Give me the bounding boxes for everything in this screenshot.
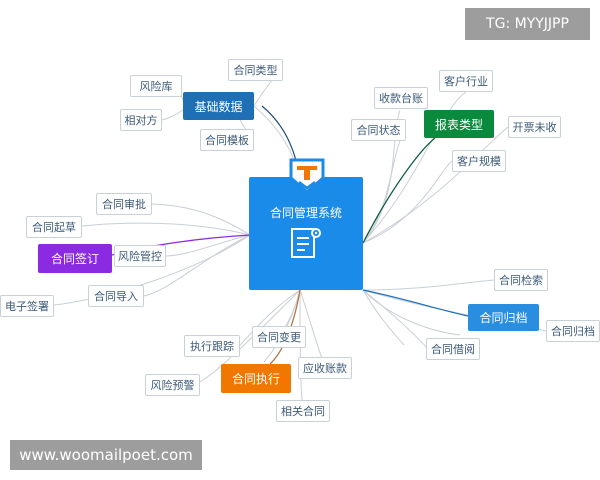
node-risk-control[interactable]: 风险管控	[114, 245, 166, 267]
node-contract-borrow[interactable]: 合同借阅	[426, 338, 480, 360]
node-contract-import[interactable]: 合同导入	[88, 285, 144, 307]
hub-contract-archive[interactable]: 合同归档	[468, 304, 539, 331]
watermark-bottom: www.woomailpoet.com	[10, 440, 202, 470]
node-contract-status[interactable]: 合同状态	[351, 119, 406, 141]
node-customer-scale[interactable]: 客户规模	[452, 150, 506, 172]
watermark-top: TG: MYYJJPP	[465, 8, 590, 40]
document-gear-icon	[291, 228, 321, 258]
node-counterparty[interactable]: 相对方	[120, 109, 162, 131]
node-contract-archive[interactable]: 合同归档	[546, 320, 600, 342]
center-title: 合同管理系统	[269, 206, 342, 220]
node-risk-library[interactable]: 风险库	[130, 75, 182, 97]
hub-contract-signing[interactable]: 合同签订	[38, 244, 112, 273]
node-receivables[interactable]: 应收账款	[298, 357, 352, 379]
node-related-contracts[interactable]: 相关合同	[276, 400, 330, 422]
node-execution-tracking[interactable]: 执行跟踪	[184, 335, 240, 357]
node-e-signature[interactable]: 电子签署	[0, 295, 54, 317]
node-contract-change[interactable]: 合同变更	[252, 326, 306, 348]
node-customer-industry[interactable]: 客户行业	[439, 70, 493, 92]
hub-contract-execution[interactable]: 合同执行	[221, 364, 291, 393]
shield-logo-icon	[289, 158, 325, 194]
node-contract-search[interactable]: 合同检索	[494, 269, 548, 291]
node-contract-approval[interactable]: 合同审批	[96, 193, 152, 215]
hub-report-type[interactable]: 报表类型	[424, 110, 494, 138]
node-risk-warning[interactable]: 风险预警	[145, 374, 200, 396]
hub-basic-data[interactable]: 基础数据	[183, 92, 254, 120]
node-receipt-ledger[interactable]: 收款台账	[374, 87, 428, 109]
center-node[interactable]: 合同管理系统	[249, 177, 363, 290]
node-contract-template[interactable]: 合同模板	[200, 129, 254, 151]
node-contract-drafting[interactable]: 合同起草	[26, 216, 82, 238]
node-invoiced-unpaid[interactable]: 开票未收	[508, 116, 561, 138]
node-contract-type[interactable]: 合同类型	[228, 59, 283, 81]
